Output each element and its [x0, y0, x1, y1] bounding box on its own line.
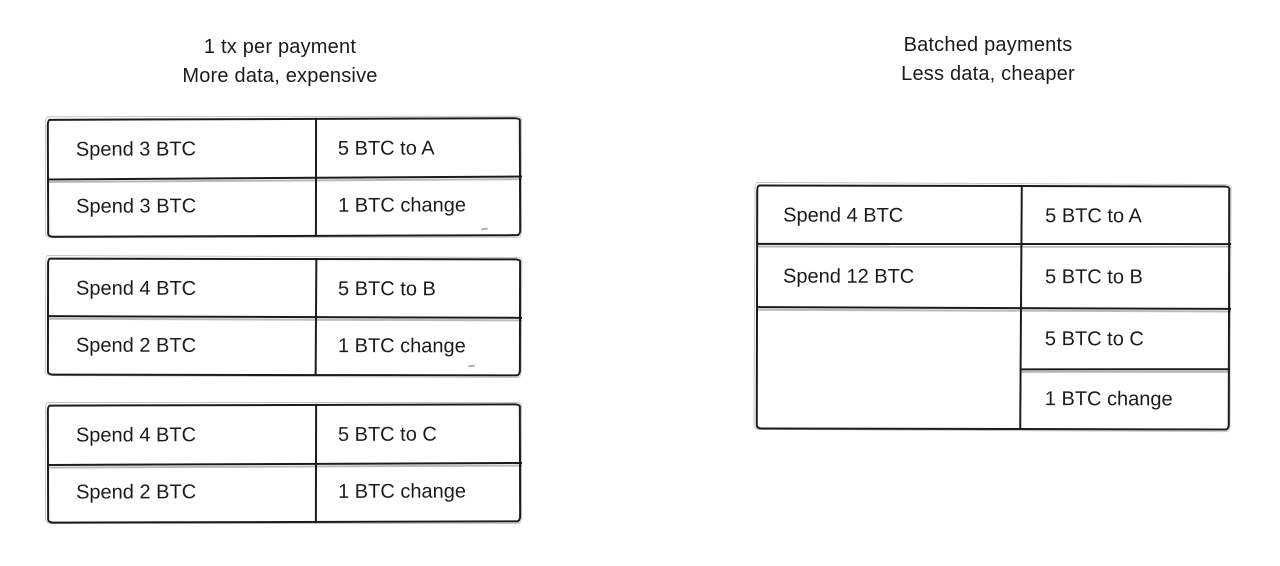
transaction-box-1: Spend 3 BTC Spend 3 BTC 5 BTC to A 1 BTC…: [46, 117, 523, 238]
left-title-line1: 1 tx per payment: [203, 36, 357, 58]
batched-output-2: 5 BTC to B: [1045, 265, 1143, 288]
tx3-input-2: Spend 2 BTC: [76, 481, 197, 504]
right-section-title: Batched payments Less data, cheaper: [838, 31, 1138, 89]
tx1-output-1: 5 BTC to A: [337, 136, 435, 160]
tx3-input-1: Spend 4 BTC: [75, 423, 197, 447]
tx3-output-2: 1 BTC change: [338, 480, 466, 503]
left-section-title: 1 tx per payment More data, expensive: [130, 33, 430, 91]
tx1-input-2: Spend 3 BTC: [76, 195, 197, 218]
tx2-output-1: 5 BTC to B: [338, 277, 436, 300]
tx3-output-1: 5 BTC to C: [337, 423, 437, 446]
batched-transaction-box: Spend 4 BTC Spend 12 BTC 5 BTC to A 5 BT…: [755, 184, 1232, 431]
right-title-line1: Batched payments: [903, 34, 1073, 56]
tx2-input-2: Spend 2 BTC: [75, 334, 197, 357]
batched-output-1: 5 BTC to A: [1045, 204, 1142, 227]
right-title-line2: Less data, cheaper: [901, 63, 1075, 85]
batched-input-2: Spend 12 BTC: [783, 265, 915, 288]
left-title-line2: More data, expensive: [182, 65, 378, 87]
batched-input-1: Spend 4 BTC: [783, 204, 904, 227]
transaction-box-2: Spend 4 BTC Spend 2 BTC 5 BTC to B 1 BTC…: [46, 257, 523, 377]
batched-output-3: 5 BTC to C: [1044, 328, 1144, 351]
transaction-box-3: Spend 4 BTC Spend 2 BTC 5 BTC to C 1 BTC…: [46, 403, 523, 524]
tx2-output-2: 1 BTC change: [337, 334, 466, 357]
tx2-input-1: Spend 4 BTC: [76, 277, 197, 300]
batched-output-4: 1 BTC change: [1044, 387, 1173, 410]
tx1-input-1: Spend 3 BTC: [75, 137, 197, 161]
tx1-output-2: 1 BTC change: [338, 194, 466, 217]
